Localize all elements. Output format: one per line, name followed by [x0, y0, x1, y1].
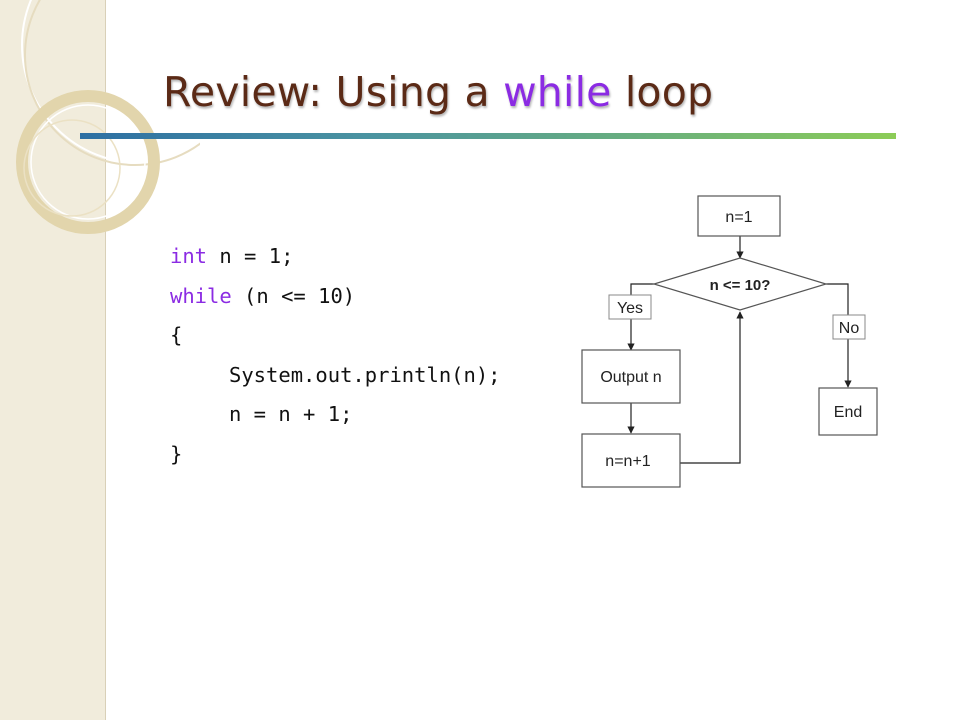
code-line-3: { — [170, 323, 183, 347]
output-label: Output n — [600, 369, 661, 386]
decision-label: n <= 10? — [710, 277, 771, 294]
code-line-2: while (n <= 10) — [170, 277, 501, 317]
code-line-4: System.out.println(n); — [229, 362, 501, 387]
sidebar-decoration — [0, 0, 106, 720]
end-label: End — [834, 404, 862, 421]
code-block: int n = 1; while (n <= 10) { System.out.… — [170, 237, 501, 474]
end-box — [818, 387, 878, 436]
title-suffix: loop — [611, 68, 714, 116]
title-keyword: while — [503, 68, 612, 116]
decision-diamond — [651, 257, 829, 311]
increment-box — [581, 433, 681, 488]
yes-label-box — [608, 294, 652, 320]
code-keyword-while: while — [170, 283, 232, 308]
flowchart: n=1 n <= 10? Yes No Output n n=n+1 End — [581, 195, 878, 488]
code-line-1: int n = 1; — [170, 237, 501, 277]
code-keyword-int: int — [170, 244, 208, 268]
slide-title: Review: Using a while loop — [163, 62, 713, 122]
code-line-1-rest: n = 1; — [207, 244, 294, 268]
yes-label: Yes — [617, 300, 643, 317]
flowchart-connectors — [627, 236, 852, 464]
start-label: n=1 — [725, 209, 752, 226]
arrow-no — [826, 283, 852, 388]
arrow-loop-back — [680, 311, 744, 464]
title-prefix: Review: Using a — [163, 68, 504, 116]
arrow-yes — [627, 283, 654, 351]
no-label: No — [839, 320, 860, 337]
start-box — [697, 195, 781, 237]
code-line-2-rest: (n <= 10) — [231, 283, 356, 308]
no-label-box — [832, 314, 866, 340]
increment-label: n=n+1 — [605, 453, 650, 470]
code-line-6: } — [170, 441, 183, 466]
code-line-5: n = n + 1; — [229, 402, 353, 426]
output-box — [581, 349, 681, 404]
title-divider — [80, 133, 896, 139]
